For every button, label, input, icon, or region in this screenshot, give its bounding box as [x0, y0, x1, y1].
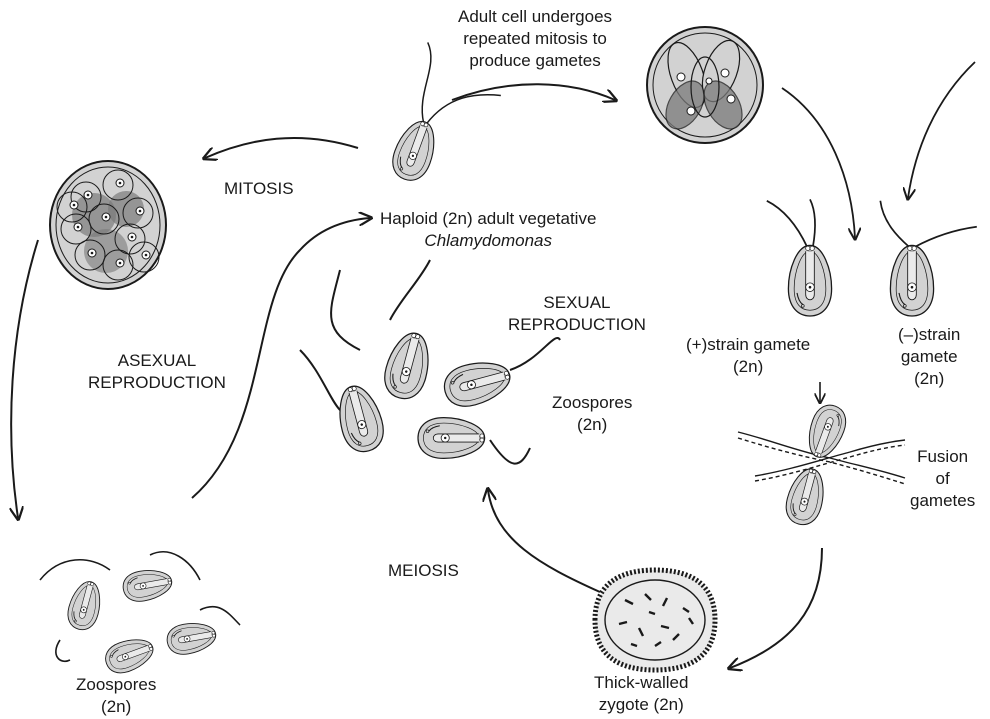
fusing-gametes: [738, 401, 905, 529]
label-plus-gamete: (+)strain gamete (2n): [686, 334, 810, 378]
arrow-adult-to-mitosis: [205, 138, 358, 158]
label-zygote: Thick-walled zygote (2n): [594, 672, 688, 716]
label-asexual: ASEXUAL REPRODUCTION: [88, 350, 226, 394]
label-haploid-adult: Haploid (2n) adult vegetative Chlamydomo…: [380, 208, 596, 252]
arrow-top-right-to-gamete: [908, 62, 975, 198]
label-zoospores-bottom: Zoospores (2n): [76, 674, 156, 718]
label-minus-gamete: (–)strain gamete (2n): [898, 324, 960, 390]
label-adult-mitosis: Adult cell undergoes repeated mitosis to…: [458, 6, 612, 72]
arrow-zygote-to-zoospores: [488, 490, 600, 592]
arrow-fusion-to-zygote: [730, 548, 822, 668]
label-fusion: Fusion of gametes: [910, 446, 975, 512]
label-sexual: SEXUAL REPRODUCTION: [508, 292, 646, 336]
gamete-producing-cell: [647, 27, 763, 143]
zoospores-sexual: [300, 260, 560, 464]
label-chlamydomonas: Chlamydomonas: [380, 230, 596, 252]
plus-strain-gamete: [767, 199, 832, 316]
arrow-asexual-down: [11, 240, 38, 518]
arrow-cluster-to-gametes: [782, 88, 855, 238]
minus-strain-gamete: [880, 201, 976, 316]
mitotic-cell-cluster: [50, 161, 166, 289]
label-mitosis: MITOSIS: [224, 178, 294, 200]
label-zoospores-center: Zoospores (2n): [552, 392, 632, 436]
arrow-adult-to-gametes: [452, 84, 615, 100]
zoospores-asexual: [40, 552, 240, 678]
zygote: [595, 570, 715, 670]
label-meiosis: MEIOSIS: [388, 560, 459, 582]
